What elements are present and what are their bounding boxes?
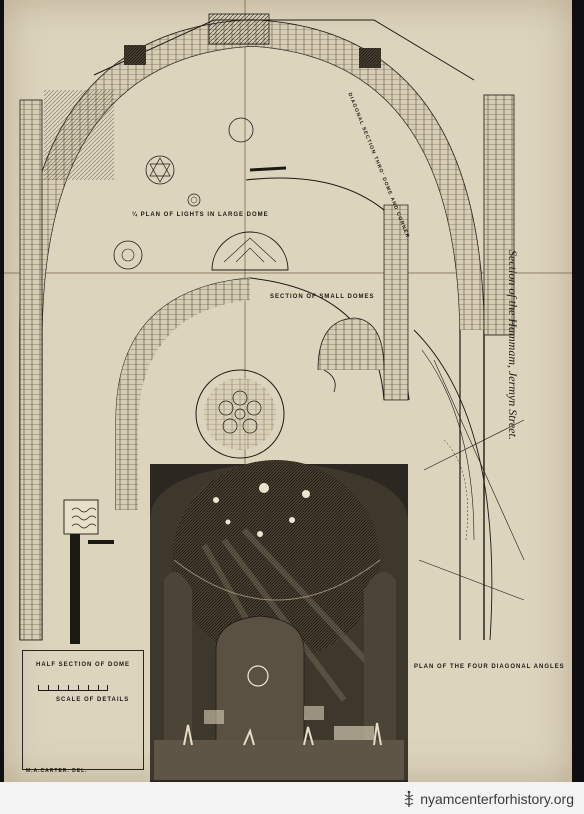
watermark-text: nyamcenterforhistory.org — [420, 791, 574, 807]
fold-line-horizontal — [4, 272, 572, 274]
caduceus-logo-icon — [404, 790, 414, 807]
label-plan-diagonal-angles: PLAN OF THE FOUR DIAGONAL ANGLES — [414, 664, 565, 670]
label-section-small-domes: SECTION OF SMALL DOMES — [270, 294, 375, 300]
label-scale-of-details: SCALE OF DETAILS — [56, 697, 130, 703]
architectural-section-drawing — [19, 13, 525, 782]
artist-signature: M.A.CARTER. DEL. — [26, 768, 88, 774]
sheet-title: Section of the Hammam, Jermyn Street. — [506, 250, 520, 440]
scale-bar — [38, 684, 108, 691]
half-section-box — [22, 650, 144, 770]
engraving-sheet: ¼ PLAN OF LIGHTS IN LARGE DOME SECTION O… — [4, 0, 572, 782]
label-plan-of-lights: ¼ PLAN OF LIGHTS IN LARGE DOME — [132, 212, 269, 218]
footer-bar — [0, 782, 584, 814]
label-half-section-of-dome: HALF SECTION OF DOME — [36, 662, 130, 668]
watermark: nyamcenterforhistory.org — [402, 790, 574, 808]
